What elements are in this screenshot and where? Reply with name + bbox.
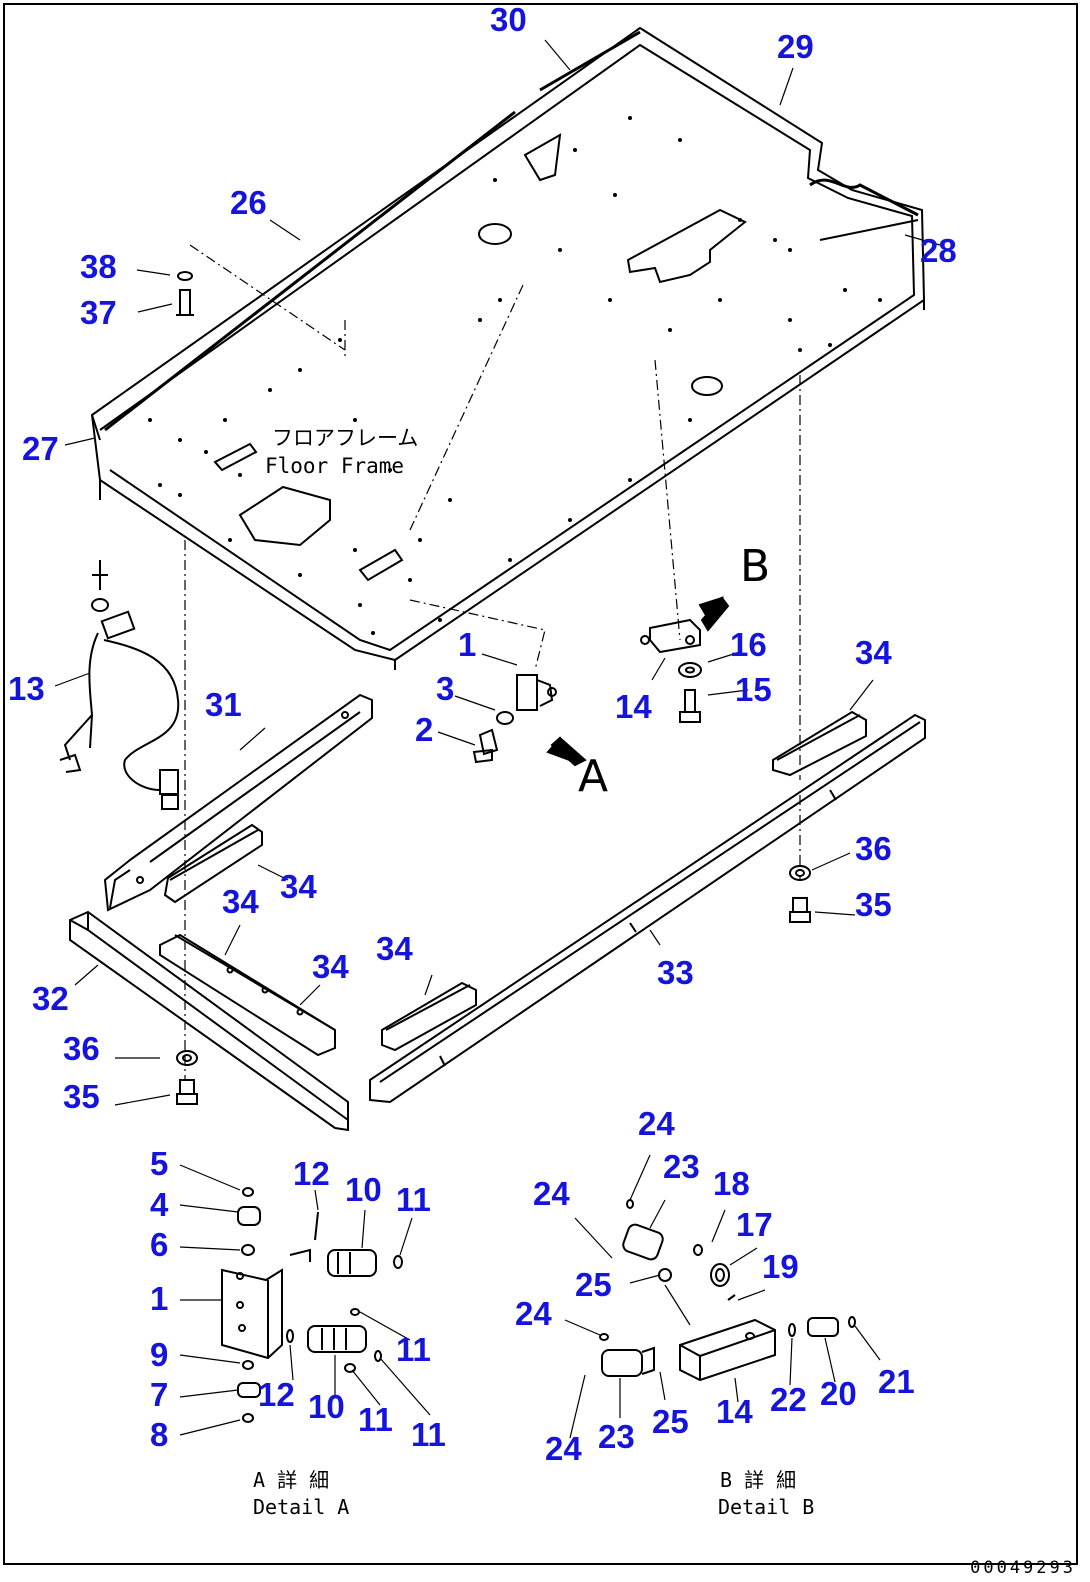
callout-a-4: 4 xyxy=(150,1186,169,1223)
callout-16: 16 xyxy=(730,626,767,663)
callout-a-1: 1 xyxy=(150,1280,169,1317)
callout-b-24-mid: 24 xyxy=(515,1295,552,1332)
callout-31: 31 xyxy=(205,686,242,723)
floor-frame-plate xyxy=(90,26,926,670)
callout-34-center: 34 xyxy=(376,930,413,967)
callout-26: 26 xyxy=(230,184,267,221)
parts-37-38 xyxy=(176,271,194,316)
callout-a-8: 8 xyxy=(150,1416,169,1453)
callout-34-right: 34 xyxy=(855,634,892,671)
parts-14-15-16 xyxy=(640,618,702,723)
callout-b-24-bottom: 24 xyxy=(545,1430,582,1467)
callout-37: 37 xyxy=(80,294,117,331)
callout-a-11-top: 11 xyxy=(396,1181,431,1218)
callout-b-23-bottom: 23 xyxy=(598,1418,635,1455)
callout-33: 33 xyxy=(657,954,694,991)
callout-a-11-bottom: 11 xyxy=(358,1401,393,1438)
callout-a-11-last: 11 xyxy=(411,1416,446,1453)
callout-b-17: 17 xyxy=(736,1206,773,1243)
part-13-harness xyxy=(59,560,180,810)
callout-32: 32 xyxy=(32,980,69,1017)
callout-35-left: 35 xyxy=(63,1078,100,1115)
callout-15: 15 xyxy=(735,671,772,708)
callout-leaders xyxy=(54,39,941,1106)
callout-b-18: 18 xyxy=(713,1165,750,1202)
callout-3: 3 xyxy=(436,670,455,707)
floor-frame-label-en: Floor Frame xyxy=(265,454,405,478)
fasteners-35-36 xyxy=(176,865,811,1105)
detail-b-title-en: Detail B xyxy=(718,1495,815,1519)
drawing-frame xyxy=(3,3,1078,1565)
callout-38: 38 xyxy=(80,248,117,285)
part-33-beam xyxy=(369,713,926,1104)
detail-b-title-jp: B 詳 細 xyxy=(720,1468,797,1492)
callout-a-12-top: 12 xyxy=(293,1155,330,1192)
detail-b-assembly xyxy=(599,1199,856,1382)
view-b-label: B xyxy=(740,541,771,592)
callout-2: 2 xyxy=(415,711,434,748)
drawing-number: 00049293 xyxy=(970,1558,1076,1578)
callout-30: 30 xyxy=(490,1,527,38)
detail-a-title-en: Detail A xyxy=(253,1495,350,1519)
view-arrows xyxy=(546,596,730,767)
callout-35-right: 35 xyxy=(855,886,892,923)
detail-a-title-jp: A 詳 細 xyxy=(253,1468,330,1492)
parts-1-2-3 xyxy=(472,674,557,764)
callout-b-25-bottom: 25 xyxy=(652,1403,689,1440)
callout-b-24-left: 24 xyxy=(533,1175,570,1212)
floor-frame-label-jp: フロアフレーム xyxy=(272,426,419,450)
callout-36-left: 36 xyxy=(63,1030,100,1067)
callout-a-11-mid: 11 xyxy=(396,1331,431,1368)
callout-a-5: 5 xyxy=(150,1145,169,1182)
callout-36-right: 36 xyxy=(855,830,892,867)
callout-1: 1 xyxy=(458,626,477,663)
callout-a-12-bottom: 12 xyxy=(258,1376,295,1413)
callout-a-6: 6 xyxy=(150,1226,169,1263)
callout-13: 13 xyxy=(8,670,45,707)
part-31-beam xyxy=(103,693,373,912)
leader-lines xyxy=(184,244,801,1080)
part-32-beam xyxy=(69,910,349,1132)
callout-b-22: 22 xyxy=(770,1381,807,1418)
callout-a-9: 9 xyxy=(150,1336,169,1373)
callout-b-20: 20 xyxy=(820,1375,857,1412)
callout-b-24-top: 24 xyxy=(638,1105,675,1142)
part-34-pads xyxy=(159,710,867,1057)
callout-b-23-top: 23 xyxy=(663,1148,700,1185)
callout-34-lower: 34 xyxy=(312,948,349,985)
callout-b-14: 14 xyxy=(716,1393,753,1430)
view-a-label: A xyxy=(578,751,609,802)
callout-29: 29 xyxy=(777,28,814,65)
callout-b-25-top: 25 xyxy=(575,1266,612,1303)
callout-27: 27 xyxy=(22,430,59,467)
callout-a-10-top: 10 xyxy=(345,1171,382,1208)
detail-a-assembly xyxy=(221,1187,403,1423)
callout-28: 28 xyxy=(920,232,957,269)
callout-a-7: 7 xyxy=(150,1376,169,1413)
callout-34-upper: 34 xyxy=(280,868,317,905)
callout-34-mid: 34 xyxy=(222,883,259,920)
callout-b-21: 21 xyxy=(878,1363,915,1400)
callout-a-10-bottom: 10 xyxy=(308,1388,345,1425)
callout-14: 14 xyxy=(615,688,652,725)
callout-b-19: 19 xyxy=(762,1248,799,1285)
